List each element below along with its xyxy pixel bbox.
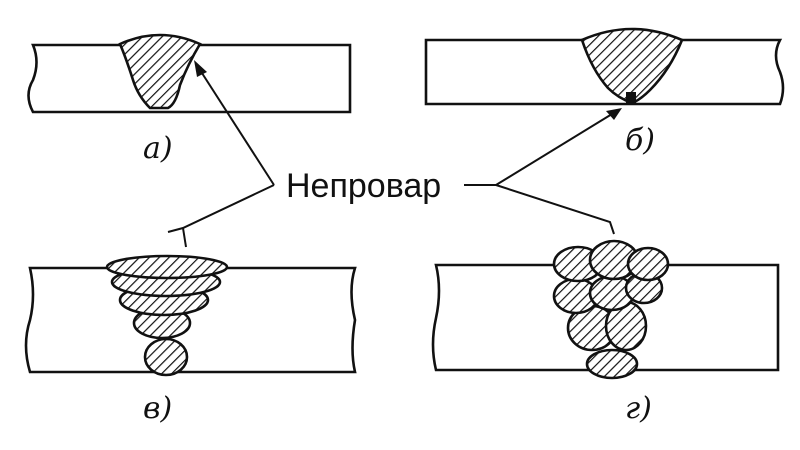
- leader-line-g: [495, 184, 615, 235]
- leader-line-a: [199, 69, 275, 186]
- arrowhead-b: [606, 108, 622, 120]
- panel-v: в): [24, 254, 357, 426]
- weld-pass-g-8: [626, 246, 670, 282]
- panel-label-v: в): [143, 391, 172, 426]
- arrowhead-a: [194, 60, 207, 77]
- panel-b: б): [424, 27, 785, 158]
- panel-a: а): [27, 33, 352, 166]
- panel-label-a: а): [143, 131, 173, 166]
- callout-leaders: [167, 60, 622, 248]
- panel-g: г): [431, 239, 780, 426]
- weld-pass-v-root: [143, 337, 189, 377]
- panel-label-b: б): [625, 123, 655, 158]
- weld-bead-a: [118, 33, 202, 110]
- leader-line-b: [495, 113, 613, 186]
- leader-line-v-tick: [182, 227, 187, 248]
- weld-bead-b: [580, 27, 684, 105]
- multipass-weld-v: [105, 254, 229, 377]
- multipass-weld-g: [552, 239, 670, 380]
- panel-label-g: г): [625, 391, 652, 426]
- leader-line-v: [167, 184, 275, 233]
- plate-a: [27, 43, 352, 114]
- weld-pass-v-cap: [105, 254, 229, 280]
- weld-pass-g-root: [585, 348, 639, 380]
- callout-label: Непровар: [286, 167, 441, 205]
- root-defect-b: [626, 92, 636, 105]
